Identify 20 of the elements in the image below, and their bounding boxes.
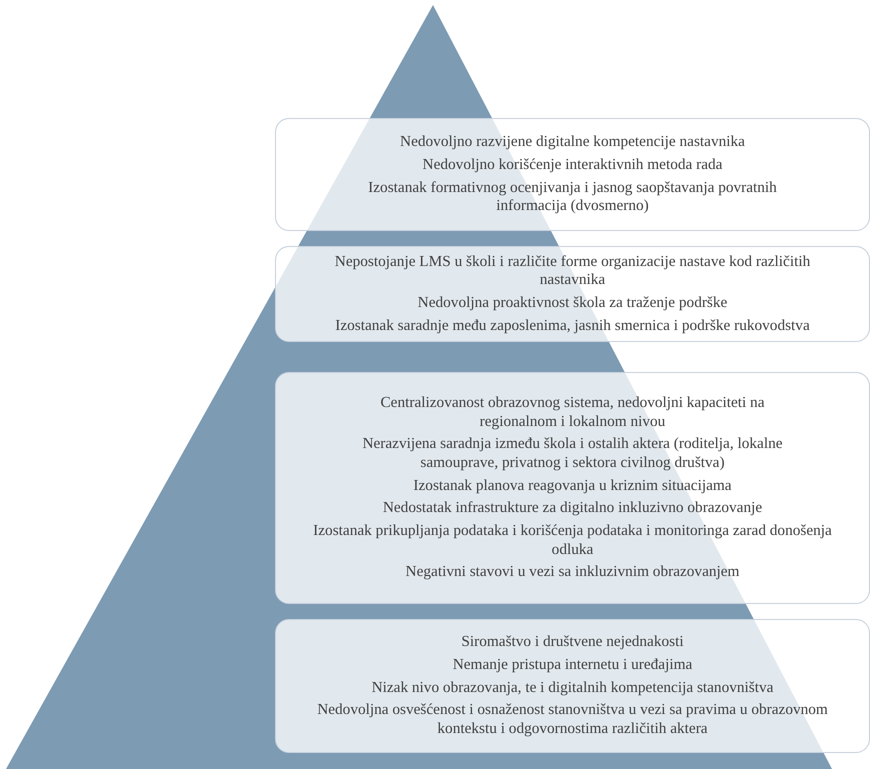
- list-item-text: Nerazvijena saradnja između škola i ostalih aktera (roditelja, lokalne samouprave, privatnog i sektora civilnog društva): [361, 435, 784, 473]
- list-item-text: Izostanak formativnog ocenjivanja i jasnog saopštavanja povratnih informacija (dvosmerno): [367, 178, 778, 216]
- list-item-text: Nedovoljno razvijene digitalne kompetencije nastavnika: [400, 133, 745, 152]
- list-item-text: Izostanak planova reagovanja u kriznim situacijama: [413, 476, 732, 496]
- list-item-text: Nepostojanje LMS u školi i različite forme organizacije nastave kod različitih nastavnika: [334, 252, 812, 290]
- list-item-text: Izostanak prikupljanja podataka i korišćenja podataka i monitoringa zarad donošenja odluka: [312, 522, 833, 560]
- text-panel: [275, 372, 870, 604]
- list-item-text: Nedovoljna proaktivnost škola za traženje podrške: [418, 294, 728, 313]
- list-item-text: Nedostatak infrastrukture za digitalno inkluzivno obrazovanje: [382, 499, 762, 518]
- list-item-text: Izostanak saradnje među zaposlenima, jasnih smernica i podrške rukovodstva: [335, 316, 810, 336]
- list-item-text: Nedovoljna osvešćenost i osnaženost stanovništva u vezi sa pravima u obrazovnom kontekstu i odgovornostima različitih aktera: [316, 701, 829, 739]
- text-panel: [275, 118, 870, 231]
- list-item-text: Nedovoljno korišćenje interaktivnih metoda rada: [422, 156, 722, 174]
- list-item-text: Centralizovanost obrazovnog sistema, nedovoljni kapaciteti na regionalnom i lokalnom nivou: [379, 394, 766, 432]
- text-panel: [275, 246, 870, 342]
- text-panel: [275, 619, 870, 753]
- list-item-text: Negativni stavovi u vezi sa inkluzivnim obrazovanjem: [406, 563, 740, 582]
- list-item-text: Nemanje pristupa internetu i uređajima: [452, 656, 692, 675]
- list-item-text: Nizak nivo obrazovanja, te i digitalnih kompetencija stanovništva: [372, 678, 774, 698]
- list-item-text: Siromaštvo i društvene nejednakosti: [461, 633, 684, 652]
